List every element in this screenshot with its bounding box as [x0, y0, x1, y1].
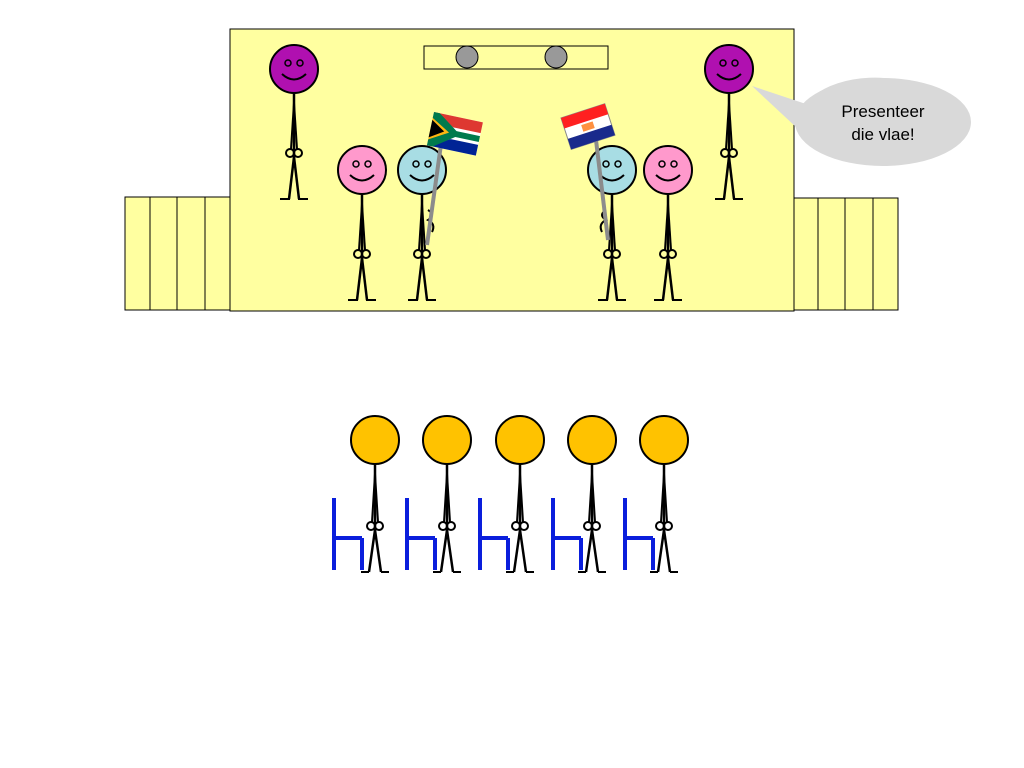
audience: [332, 415, 689, 574]
audience-seat-2: [405, 415, 472, 574]
leader-left: [269, 44, 319, 201]
helper-right: [643, 145, 693, 302]
flag-rail: [423, 45, 609, 70]
old-south-africa-flag-icon: [560, 103, 616, 241]
helper-left: [337, 145, 387, 302]
right-steps: [792, 197, 899, 311]
audience-seat-1: [332, 415, 400, 574]
audience-seat-3: [478, 415, 545, 574]
audience-seat-5: [623, 415, 689, 574]
leader-right: [704, 44, 754, 201]
speech-bubble-line-2: die vlae!: [851, 125, 914, 144]
left-steps: [124, 196, 231, 311]
speech-bubble-line-1: Presenteer: [841, 102, 924, 121]
speech-bubble: Presenteer die vlae!: [752, 77, 971, 166]
south-africa-flag-icon: [425, 111, 483, 246]
stage: [229, 28, 795, 312]
audience-seat-4: [551, 415, 617, 574]
